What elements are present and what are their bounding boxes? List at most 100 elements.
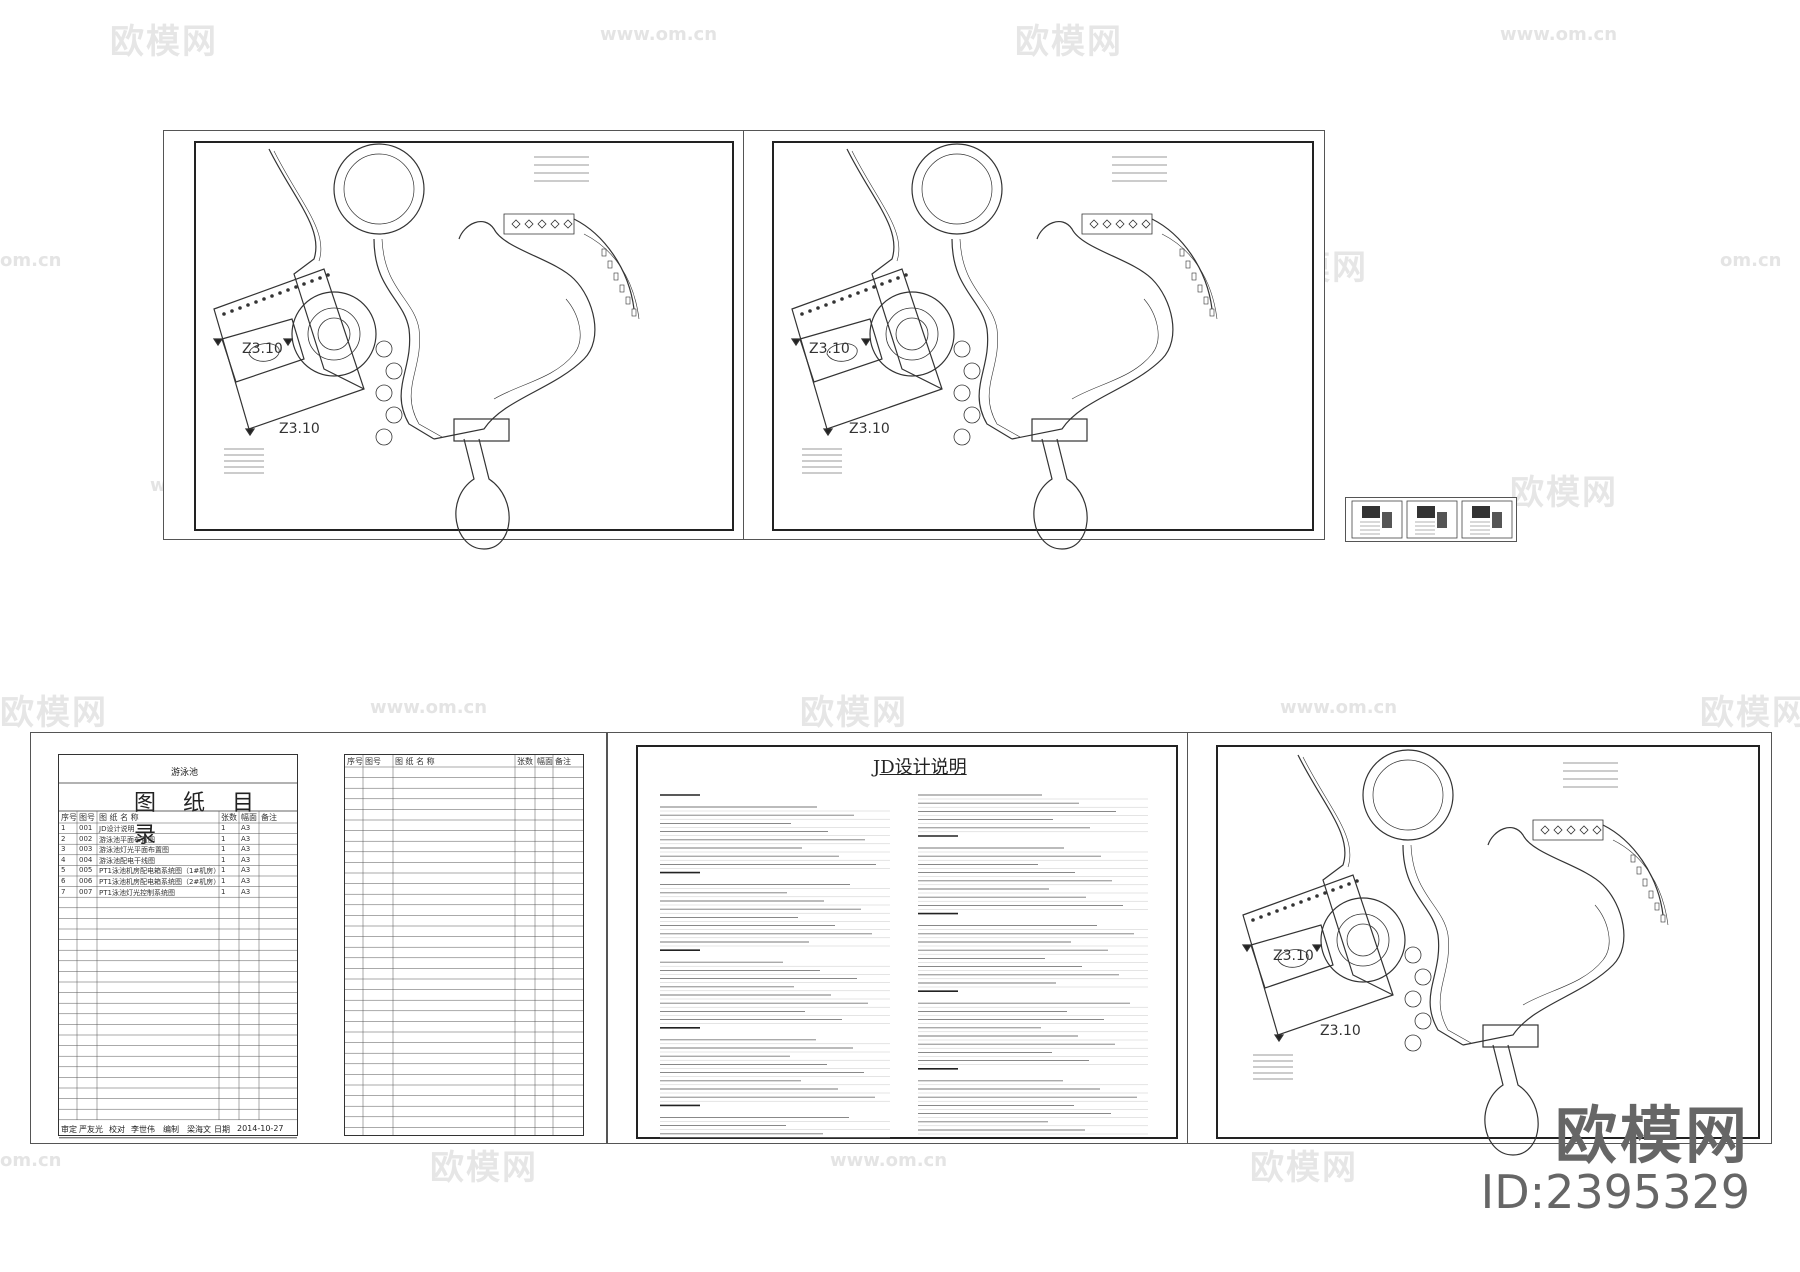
lighting-fixture bbox=[816, 306, 820, 310]
cabana-row bbox=[1081, 213, 1153, 235]
cabana-marker bbox=[1141, 219, 1151, 229]
cabana-marker bbox=[1089, 219, 1099, 229]
catalog-cell: 003 bbox=[79, 845, 93, 854]
round-platform-outer bbox=[291, 291, 377, 377]
watermark-brand: 欧模网 bbox=[1015, 22, 1123, 62]
round-pool-outer bbox=[333, 143, 425, 235]
pool-plan-group bbox=[790, 143, 1218, 550]
section-marker bbox=[212, 338, 224, 347]
lounge-chair bbox=[607, 260, 613, 269]
curved-seating-arc-inner bbox=[583, 233, 640, 320]
design-notes-text-block bbox=[660, 794, 1148, 1138]
lighting-fixture bbox=[222, 312, 226, 316]
deck-area bbox=[1242, 874, 1394, 1036]
bulb-pool bbox=[1033, 438, 1088, 550]
pool-deck-ring bbox=[375, 384, 393, 402]
pool-deck-ring bbox=[1404, 990, 1422, 1008]
lighting-fixture bbox=[1275, 909, 1279, 913]
lounge-chair bbox=[1209, 308, 1215, 317]
cabana-marker bbox=[563, 219, 573, 229]
lazy-river-west bbox=[951, 238, 1013, 440]
round-platform-inner bbox=[307, 307, 361, 361]
cabana-marker bbox=[1553, 825, 1563, 835]
lounge-chair bbox=[613, 272, 619, 281]
round-platform-core bbox=[895, 317, 929, 351]
catalog-cell: PT1泳池机房配电箱系统图（1#机房） bbox=[99, 867, 221, 876]
catalog-cell: PT1泳池机房配电箱系统图（2#机房） bbox=[99, 878, 221, 886]
lighting-fixture bbox=[278, 291, 282, 295]
watermark-brand: 欧模网 bbox=[800, 693, 908, 733]
catalog-cell: A3 bbox=[241, 845, 251, 854]
lighting-fixture bbox=[286, 288, 290, 292]
cabana-marker bbox=[550, 219, 560, 229]
cabana-marker bbox=[511, 219, 521, 229]
catalog-cell: PT1泳池灯光控制系统图 bbox=[99, 888, 175, 897]
round-pool-outer bbox=[911, 143, 1003, 235]
round-pool-inner bbox=[1372, 759, 1444, 831]
cabana-marker bbox=[1592, 825, 1602, 835]
catalog-project: 游泳池 bbox=[171, 768, 199, 778]
pool-deck-ring bbox=[1404, 946, 1422, 964]
catalog-header-cell: 张数 bbox=[517, 757, 533, 766]
lounge-chair bbox=[1185, 260, 1191, 269]
pool-outline-upper-inner bbox=[1302, 756, 1351, 868]
lazy-river-west-inner bbox=[1410, 844, 1472, 1044]
catalog-header-cell: 图 纸 名 称 bbox=[99, 813, 139, 822]
lighting-fixture bbox=[1251, 918, 1255, 922]
catalog-grid bbox=[59, 782, 297, 1139]
catalog-header-cell: 图号 bbox=[365, 757, 381, 766]
lounge-chair bbox=[1630, 854, 1636, 863]
lighting-fixture bbox=[270, 294, 274, 298]
catalog-cell: A3 bbox=[241, 834, 251, 843]
section-marker bbox=[860, 338, 872, 347]
brand-id-text: ID:2395329 bbox=[1480, 1165, 1750, 1219]
catalog-header-cell: 序号 bbox=[61, 813, 77, 822]
round-platform-outer bbox=[869, 291, 955, 377]
thumbnail-block bbox=[1472, 506, 1490, 518]
spa-area bbox=[799, 318, 883, 383]
catalog-header-cell: 图号 bbox=[79, 813, 95, 822]
pool-plan-group bbox=[1241, 749, 1669, 1156]
cabana-row bbox=[503, 213, 575, 235]
catalog-cell: 3 bbox=[61, 845, 66, 854]
pool-deck-ring bbox=[953, 428, 971, 446]
pool-deck-ring bbox=[953, 340, 971, 358]
lighting-fixture bbox=[1307, 897, 1311, 901]
lounge-chair bbox=[1654, 902, 1660, 911]
catalog-cell: 1 bbox=[221, 834, 226, 843]
pool-outline-upper-inner bbox=[851, 150, 900, 262]
catalog-cell: 7 bbox=[61, 887, 66, 896]
plan-section-label: Z3.10 bbox=[242, 341, 283, 357]
pool-deck-ring bbox=[1404, 1034, 1422, 1052]
pool-deck-ring bbox=[963, 362, 981, 380]
lighting-fixture bbox=[1315, 894, 1319, 898]
spa-area bbox=[221, 318, 305, 383]
spa-basin bbox=[826, 343, 858, 362]
watermark-url-short: om.cn bbox=[0, 250, 62, 271]
section-marker bbox=[1273, 1034, 1285, 1043]
catalog-table-continued: 序号图号图 纸 名 称张数幅面备注 bbox=[344, 754, 584, 1136]
catalog-cell: 5 bbox=[61, 866, 66, 875]
catalog-cell: 1 bbox=[221, 877, 226, 885]
lounge-chair bbox=[625, 296, 631, 305]
lighting-fixture bbox=[904, 273, 908, 277]
bridge-deck bbox=[453, 418, 510, 442]
spa-area bbox=[1250, 924, 1334, 989]
lazy-river-west-inner bbox=[959, 238, 1021, 438]
pool-deck-ring bbox=[375, 340, 393, 358]
section-marker bbox=[822, 428, 834, 437]
section-marker bbox=[244, 428, 256, 437]
catalog-footer-cell: 2014-10-27 bbox=[237, 1123, 284, 1133]
pool-deck-ring bbox=[1414, 1012, 1432, 1030]
bridge-deck bbox=[1031, 418, 1088, 442]
pool-deck-ring bbox=[375, 428, 393, 446]
thumbnail-frame bbox=[1461, 500, 1513, 539]
catalog-continued-grid bbox=[345, 755, 583, 1135]
catalog-header-cell: 张数 bbox=[221, 813, 237, 822]
watermark-brand: 欧模网 bbox=[1510, 473, 1618, 513]
plan-frame bbox=[772, 141, 1314, 531]
lighting-fixture bbox=[1331, 888, 1335, 892]
pool-deck-ring bbox=[385, 406, 403, 424]
catalog-cell: 1 bbox=[221, 887, 226, 896]
